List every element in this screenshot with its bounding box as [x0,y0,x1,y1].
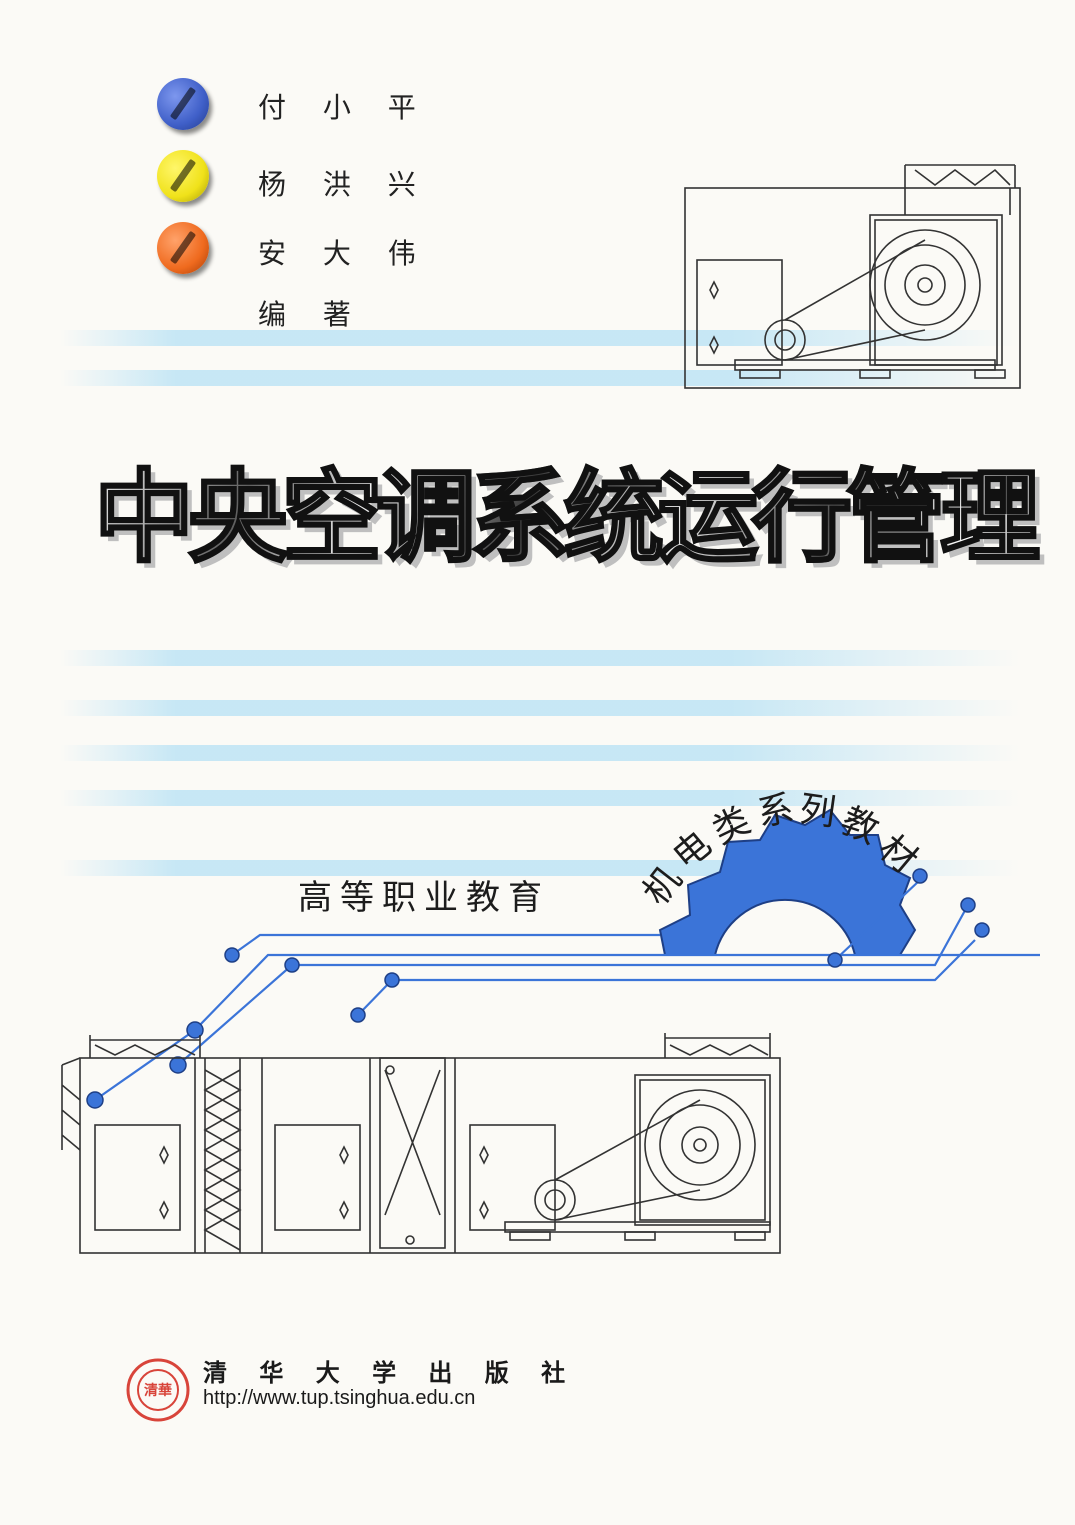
subtitle: 高等职业教育 [298,878,550,918]
author-2: 杨 洪 兴 [258,168,430,201]
publisher-name: 清 华 大 学 出 版 社 [203,1359,578,1387]
publisher-logo-icon: 清華 [126,1358,190,1422]
title-shadow: 中央空调系统运行管理 [100,411,1046,636]
yellow-screw-icon [157,150,209,202]
author-3: 安 大 伟 [258,237,430,270]
blue-screw-icon [157,78,209,130]
logo-text: 清華 [144,1382,172,1399]
book-title: 中央空调系统运行管理 [93,405,1042,630]
orange-screw-icon [157,222,209,274]
publisher-url: http://www.tup.tsinghua.edu.cn [203,1387,476,1409]
author-1: 付 小 平 [258,91,430,124]
editor-role: 编 著 [258,298,365,331]
